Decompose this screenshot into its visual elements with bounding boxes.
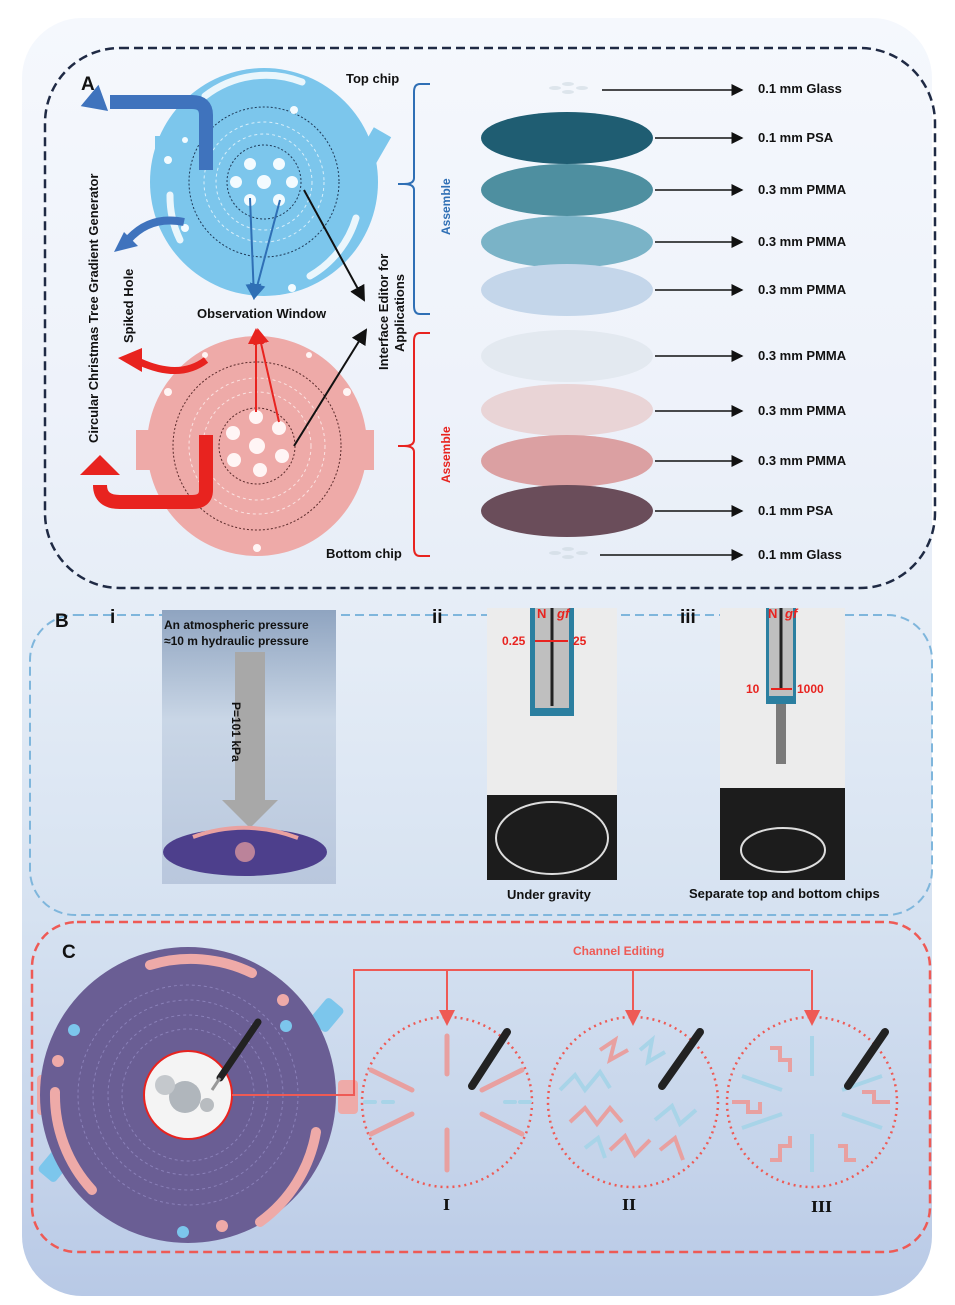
variant-label-III: III [811,1198,833,1216]
interface-editor-label-line2: Applications [392,273,407,352]
unit-gf-ii: gf [557,606,570,621]
subpanel-ii-label: ii [432,607,443,628]
subpanel-i-label: i [110,607,116,628]
assemble-brace-top [398,83,430,315]
pressure-value-label: P=101 kPa [229,702,243,762]
pressure-arrow-shaft [235,652,265,800]
layer-label: 0.1 mm Glass [758,547,842,562]
pressure-text-line2: ≈10 m hydraulic pressure [164,634,309,648]
spiked-hole-label: Spiked Hole [121,268,136,343]
panel-b-border [29,614,933,916]
unit-n-ii: N [537,606,547,621]
variant-label-II: II [622,1196,637,1214]
gradient-generator-arrow-red [93,435,213,509]
assemble-label-bottom: Assemble [439,426,453,483]
layer-label: 0.3 mm PMMA [758,234,847,249]
layer-label: 0.3 mm PMMA [758,348,847,363]
panel-c-border [30,920,932,1254]
layer-label: 0.1 mm PSA [758,130,834,145]
gradient-generator-label: Circular Christmas Tree Gradient Generat… [86,173,101,443]
gradient-generator-arrow-blue [110,95,213,170]
layer-label: 0.3 mm PMMA [758,182,847,197]
subpanel-iii-label: iii [680,607,696,628]
interface-editor-label-line1: Interface Editor for [376,253,391,370]
assemble-label-top: Assemble [439,178,453,235]
pen-icon [210,1018,262,1091]
layer-stack-top [481,82,653,316]
reading-gf-iii: 1000 [797,682,824,696]
spiked-hole-arrow-blue [124,216,185,243]
observation-window-label: Observation Window [197,306,327,321]
caption-ii: Under gravity [507,887,591,902]
layer-stack-bottom [481,330,653,559]
layer-label: 0.1 mm PSA [758,503,834,518]
layer-label: 0.1 mm Glass [758,81,842,96]
variant-circle-II [546,1015,720,1189]
reading-n-ii: 0.25 [502,634,526,648]
channel-editing-label: Channel Editing [573,944,665,958]
layer-label: 0.3 mm PMMA [758,453,847,468]
panel-c-letter: C [62,942,76,963]
panel-b-letter: B [55,611,69,632]
pressure-arrow-head [222,800,278,828]
top-chip-label: Top chip [346,71,400,86]
unit-gf-iii: gf [785,606,798,621]
variant-label-I: I [443,1196,451,1214]
caption-iii: Separate top and bottom chips [689,886,880,901]
panel-a-border [43,46,937,590]
unit-n-iii: N [768,606,778,621]
assemble-brace-bottom [398,332,430,557]
layer-label: 0.3 mm PMMA [758,403,847,418]
variant-circle-III [725,1015,899,1189]
variant-circle-I [360,1015,534,1189]
spiked-hole-arrow-red [138,357,209,374]
panel-a-letter: A [81,74,95,95]
pressure-text-line1: An atmospheric pressure [164,618,309,632]
layer-label: 0.3 mm PMMA [758,282,847,297]
chip-c [37,947,358,1243]
reading-gf-ii: 25 [573,634,587,648]
reading-n-iii: 10 [746,682,760,696]
bottom-chip-label: Bottom chip [326,546,402,561]
